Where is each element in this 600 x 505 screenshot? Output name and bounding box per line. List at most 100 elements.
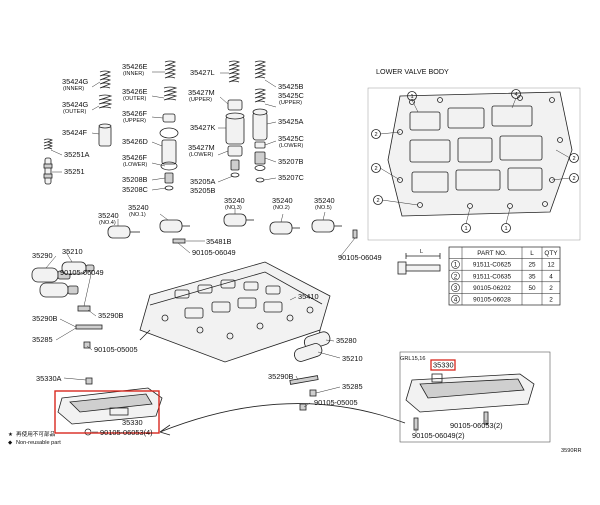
callout-p-35427m-lower: 35427M <box>188 143 215 152</box>
callout-p-90105-06049-a: 90105-06049 <box>192 248 236 257</box>
solenoids <box>107 213 358 244</box>
callout-note-p-35240-no3: (NO.3) <box>225 205 242 211</box>
callout-p-35481b: 35481B <box>206 237 232 246</box>
callout-note-p-35425c-upper: (UPPER) <box>279 100 302 106</box>
leader-lines <box>45 71 487 433</box>
oil-strainer-main <box>57 377 163 436</box>
callout-p-35424g-outer: 35424G <box>62 100 89 109</box>
callout-note-p-35240-no2: (NO.2) <box>273 205 290 211</box>
callout-p-35290b-b: 35290B <box>98 311 124 320</box>
callout-note-p-35240-no4: (NO.4) <box>99 220 116 226</box>
table-cell: 1 <box>454 262 458 269</box>
callout-p-90105-06053-main: 90105-06053(4) <box>100 428 153 437</box>
callout-p-35410: 35410 <box>298 292 319 301</box>
callout-labels: 35426E(INNER)35427L35425B35424G(INNER)35… <box>32 62 503 440</box>
spring-stack-35424 <box>98 70 113 147</box>
callout-p-35208c: 35208C <box>122 185 149 194</box>
valve-35251 <box>43 138 53 185</box>
callout-p-35425c-upper: 35425C <box>278 91 305 100</box>
callout-note-p-35240-no5: (NO.5) <box>315 205 332 211</box>
callout-p-35207c: 35207C <box>278 173 305 182</box>
callout-p-90105-06049-inset: 90105-06049(2) <box>412 431 465 440</box>
table-marker-circle <box>451 294 460 304</box>
callout-p-35208b: 35208B <box>122 175 148 184</box>
callout-p-35285-b: 35285 <box>342 382 363 391</box>
callout-p-35290: 35290 <box>32 251 53 260</box>
callout-p-35426d: 35426D <box>122 137 148 146</box>
table-cell: 35 <box>528 273 536 280</box>
callout-note-p-35240-no1: (NO.1) <box>129 212 146 218</box>
inset-strainer-panel <box>399 351 551 443</box>
drawing-code: 3590RR <box>561 448 582 454</box>
callout-p-35240-no1: 35240 <box>128 203 149 212</box>
callout-p-90105-06053-inset: 90105-06053(2) <box>450 421 503 430</box>
table-cell: 90105-06028 <box>473 297 511 304</box>
callout-p-35424f: 35424F <box>62 128 88 137</box>
legend-symbol-jp: ★ <box>8 431 13 438</box>
spring-stack-35425 <box>252 60 268 183</box>
callout-p-35280: 35280 <box>336 336 357 345</box>
callout-p-35427m-upper: 35427M <box>188 88 215 97</box>
solenoid-no1 <box>159 219 190 233</box>
inset-grade-label: GRL15,16 <box>400 356 426 362</box>
callout-note-p-35426f-lower: (LOWER) <box>123 162 147 168</box>
callout-p-35240-no2: 35240 <box>272 196 293 205</box>
callout-p-35426f-upper: 35426F <box>122 109 148 118</box>
callout-note-p-35427m-lower: (LOWER) <box>189 152 213 158</box>
table-cell: 2 <box>549 297 553 304</box>
legend-text-en: Non-reusable part <box>16 440 61 446</box>
callout-p-35205b: 35205B <box>190 186 216 195</box>
inset-strainer-highlight <box>430 359 456 371</box>
callout-p-35240-no3: 35240 <box>224 196 245 205</box>
inset-marker-3: 2 <box>572 156 575 162</box>
table-cell: 25 <box>528 262 536 269</box>
callout-p-35251: 35251 <box>64 167 85 176</box>
table-cell: 91511-C0625 <box>473 262 512 269</box>
callout-p-90105-05005-a: 90105-05005 <box>94 345 138 354</box>
valve-body <box>139 261 331 363</box>
inset-marker-7: 1 <box>464 226 467 232</box>
callout-p-35205a: 35205A <box>190 177 216 186</box>
inset-marker-6: 2 <box>376 198 379 204</box>
callout-p-35210-b: 35210 <box>342 354 363 363</box>
bolt-table-frame <box>448 246 561 306</box>
inset-marker-1: 4 <box>514 92 517 98</box>
legend-text-jp: 再使用不可部品 <box>16 430 56 438</box>
table-header-cell: PART NO. <box>477 250 507 257</box>
strainer-code-inset: 35330 <box>433 361 454 370</box>
spring-stack-35427 <box>225 60 245 178</box>
callout-p-90105-06049-b: 90105-06049 <box>338 253 382 262</box>
legend-symbol-en: ◆ <box>8 440 13 446</box>
callout-note-p-35424g-outer: (OUTER) <box>63 109 86 115</box>
solenoid-no3 <box>223 213 254 227</box>
callout-p-35240-no4: 35240 <box>98 211 119 220</box>
table-marker-circle <box>451 271 460 281</box>
callout-p-35424g-inner: 35424G <box>62 77 89 86</box>
plungers-right <box>289 331 331 411</box>
table-marker-circle <box>451 260 460 269</box>
connector-line <box>159 403 406 433</box>
callout-note-p-35427m-upper: (UPPER) <box>189 97 212 103</box>
table-header-cell: QTY <box>544 250 558 257</box>
inset-marker-4: 2 <box>374 166 377 172</box>
callout-p-35426e-a: 35426E <box>122 62 148 71</box>
inset-marker-5: 2 <box>572 176 575 182</box>
callout-p-35425c-lower: 35425C <box>278 134 305 143</box>
callout-p-35330a: 35330A <box>36 374 62 383</box>
inset-title: LOWER VALVE BODY <box>376 67 449 76</box>
table-cell: 4 <box>454 297 458 304</box>
callout-note-p-35425c-lower: (LOWER) <box>279 143 303 149</box>
callout-p-35290b-a: 35290B <box>32 314 58 323</box>
callout-p-35240-no5: 35240 <box>314 196 335 205</box>
table-cell: 3 <box>454 285 458 292</box>
table-marker-circle <box>451 283 460 292</box>
callout-p-35426f-lower: 35426F <box>122 153 148 162</box>
solenoid-no2 <box>269 221 300 235</box>
table-cell: 90105-06202 <box>473 285 511 292</box>
table-cell: 4 <box>549 273 553 280</box>
callout-p-35427k: 35427K <box>190 123 216 132</box>
